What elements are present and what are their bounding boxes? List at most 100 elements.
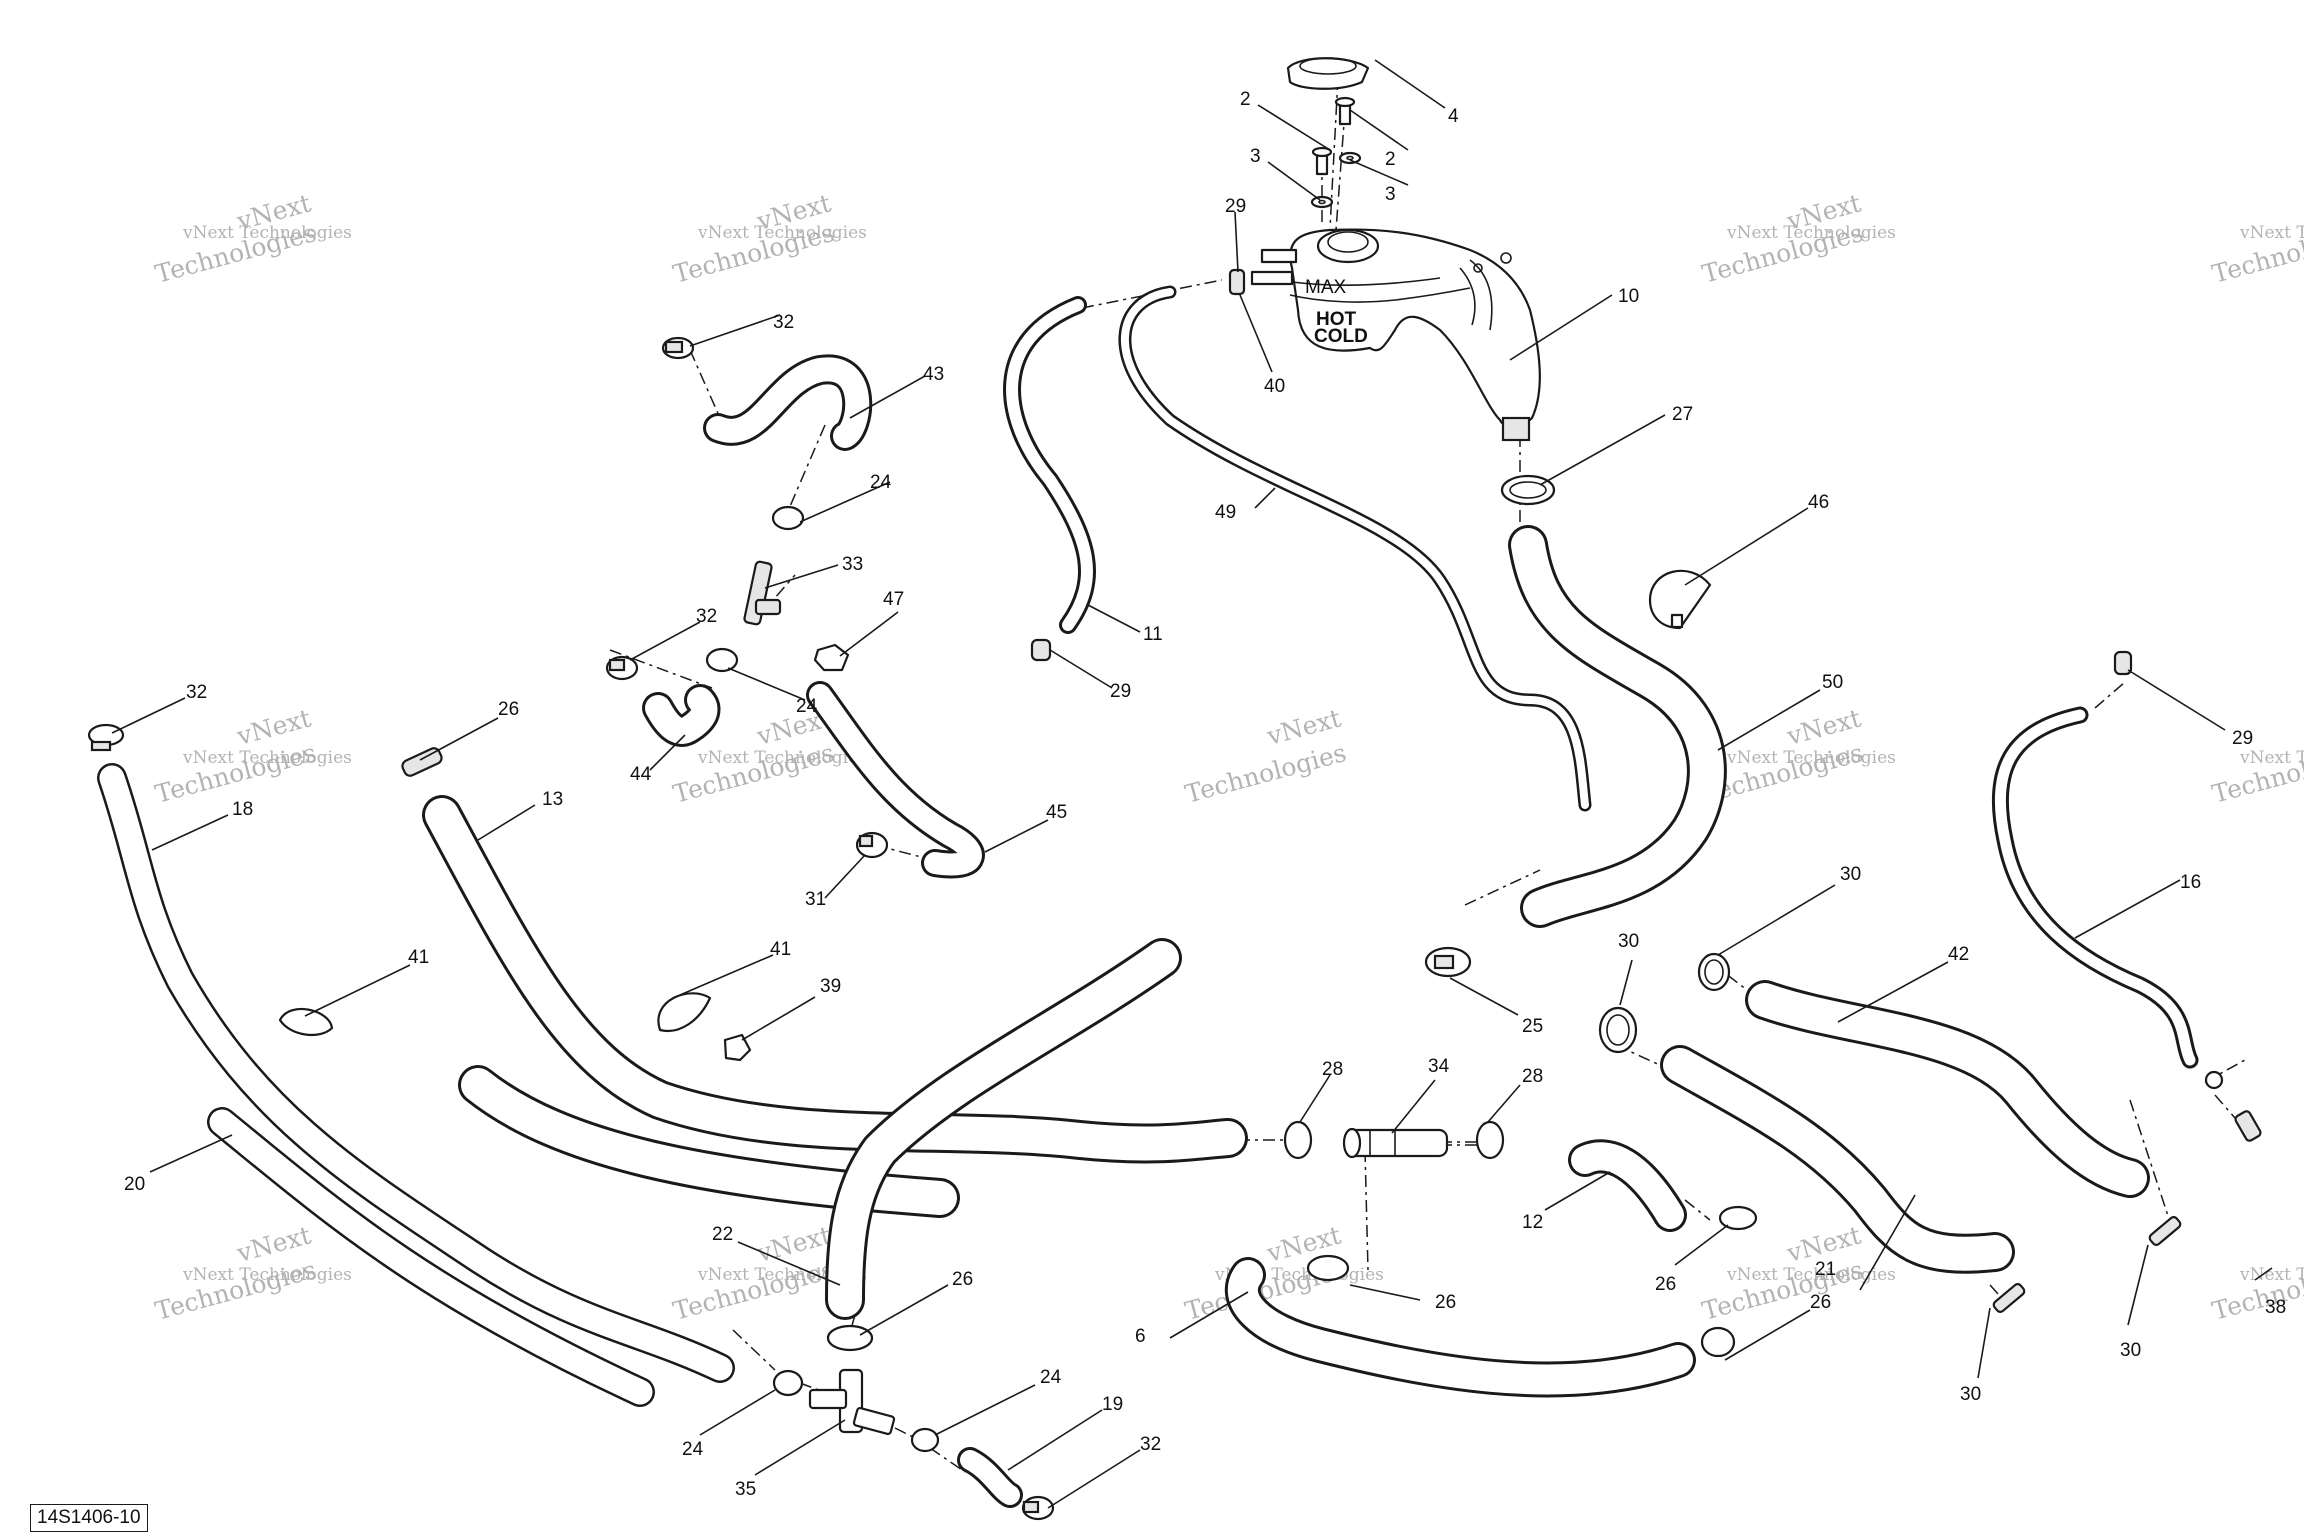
- leader-line: [1047, 1449, 1141, 1509]
- hose-12: [1568, 1139, 1687, 1232]
- callout-label: 24: [1040, 1367, 1062, 1388]
- callout-label: 16: [2180, 872, 2201, 893]
- callout-label: 29: [2232, 728, 2253, 749]
- leader-line: [2074, 879, 2181, 939]
- leader-line: [737, 1241, 841, 1286]
- watermark: vNext Technologies Technologies vNext: [670, 188, 867, 288]
- callout-label: 21: [1815, 1259, 1836, 1280]
- hose-16: [1991, 706, 2199, 1069]
- clamp-32: [87, 723, 125, 752]
- callout-label: 12: [1522, 1212, 1543, 1233]
- leader-line: [1717, 884, 1836, 956]
- screw: [1311, 146, 1333, 176]
- callout-label: 24: [682, 1439, 704, 1460]
- leader-line: [1254, 487, 1276, 509]
- callout-label: 29: [1110, 681, 1131, 702]
- clamp-26: [1700, 1326, 1736, 1358]
- tee-33: [743, 560, 782, 626]
- hose-6: [1224, 1257, 1696, 1398]
- clamp-26: [1306, 1254, 1350, 1282]
- callout-label: 4: [1448, 106, 1459, 127]
- callout-label: 13: [542, 789, 563, 810]
- hose-18: [97, 763, 735, 1383]
- leader-line: [1349, 1284, 1421, 1301]
- callout-label: 18: [232, 799, 253, 820]
- callout-label: 31: [805, 889, 826, 910]
- leader-line: [824, 854, 866, 899]
- hose-45: [806, 681, 985, 879]
- callout-label: 44: [630, 764, 652, 785]
- clamp-24: [910, 1427, 940, 1453]
- leader-line: [1837, 961, 1949, 1023]
- figure-reference: 14S1406-10: [30, 1504, 148, 1532]
- watermark: vNext Technologies Technologies: [2209, 738, 2304, 809]
- leader-line: [649, 734, 686, 771]
- leader-line: [1684, 507, 1809, 586]
- connector-34: [1342, 1127, 1449, 1159]
- callout-label: 32: [773, 312, 794, 333]
- watermark-line: vNext Technologies: [1726, 748, 1896, 768]
- watermark: vNext Technologies Technologies vNext: [1699, 703, 1896, 808]
- fitting-38: [2204, 1070, 2262, 1142]
- clamp-24: [705, 647, 739, 673]
- assembly-line: [1989, 1284, 2009, 1306]
- assembly-line: [689, 349, 721, 419]
- hose-20: [207, 1107, 655, 1407]
- leader-line: [1544, 1171, 1611, 1211]
- assembly-line: [732, 1329, 776, 1371]
- callout-label: 30: [1960, 1384, 1981, 1405]
- leader-line: [679, 954, 774, 996]
- assembly-line: [2214, 1094, 2236, 1119]
- callout-label: 29: [1225, 196, 1246, 217]
- callout-label: 38: [2265, 1297, 2286, 1318]
- clamp-32: [605, 655, 639, 681]
- clamp-32: [661, 336, 695, 360]
- leader-line: [629, 621, 701, 661]
- coolant-tank: MAX HOT COLD: [1250, 228, 1541, 442]
- watermark-line: vNext Technologies: [2239, 748, 2304, 768]
- assembly-line: [1335, 109, 1346, 231]
- callout-label: 10: [1618, 286, 1639, 307]
- leader-line: [1349, 159, 1409, 186]
- clamp-29: [1030, 638, 1052, 662]
- leader-line: [304, 964, 411, 1017]
- leader-line: [689, 314, 781, 347]
- ring-27: [1500, 474, 1556, 506]
- leader-line: [859, 1284, 949, 1336]
- leader-line: [799, 481, 891, 523]
- callout-label: 30: [1618, 931, 1639, 952]
- assembly-line: [2129, 1099, 2171, 1223]
- leader-line: [1169, 1291, 1249, 1339]
- watermark-line: vNext Technologies: [182, 1265, 352, 1285]
- leader-line: [1724, 1309, 1811, 1361]
- callout-label: 34: [1428, 1056, 1450, 1077]
- watermark-line: vNext Technologies: [2239, 223, 2304, 243]
- callout-label: 39: [820, 976, 841, 997]
- leader-line: [151, 814, 229, 851]
- callout-label: 45: [1046, 802, 1067, 823]
- watermark: vNext Technologies Technologies vNext: [152, 1220, 352, 1325]
- watermark: vNext Technologies Technologies vNext: [1699, 1220, 1896, 1325]
- leader-line: [419, 717, 499, 761]
- callout-label: 26: [498, 699, 519, 720]
- leader-line: [934, 1384, 1036, 1436]
- leader-line: [1391, 1079, 1436, 1134]
- callout-label: 50: [1822, 672, 1843, 693]
- leader-line: [984, 819, 1049, 853]
- callout-label: 28: [1522, 1066, 1543, 1087]
- leader-line: [1487, 1084, 1521, 1123]
- callout-label: 3: [1385, 184, 1396, 205]
- callout-label: 25: [1522, 1016, 1543, 1037]
- clamp-29: [1228, 268, 1246, 296]
- clamp-31: [855, 831, 889, 859]
- leader-line: [764, 564, 839, 589]
- tank-nipple: [1250, 270, 1294, 286]
- leader-line: [699, 1389, 776, 1436]
- callout-label: 30: [1840, 864, 1861, 885]
- leader-line: [741, 996, 816, 1041]
- assembly-line: [1684, 1199, 1711, 1221]
- washer: [1310, 195, 1334, 209]
- leader-line: [1239, 294, 1273, 373]
- assembly-line: [1364, 1149, 1369, 1271]
- assembly-line: [1081, 279, 1223, 309]
